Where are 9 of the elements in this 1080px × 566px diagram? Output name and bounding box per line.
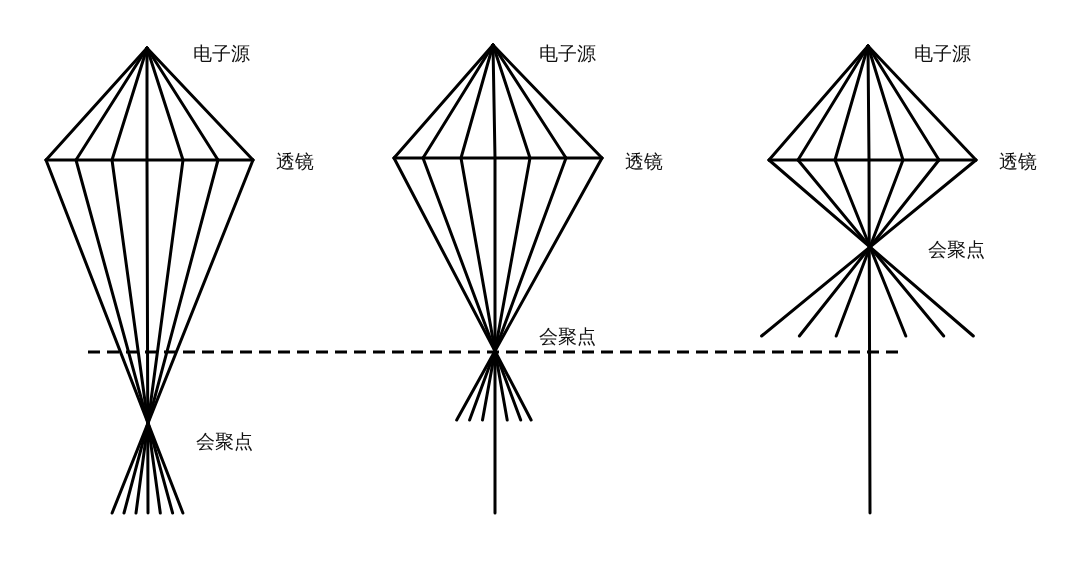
lens-label: 透镜: [276, 150, 314, 172]
lens-label: 透镜: [999, 150, 1037, 172]
source-label: 电子源: [193, 42, 250, 64]
lens-label: 透镜: [625, 150, 663, 172]
focus-label: 会聚点: [928, 238, 985, 260]
focus-label: 会聚点: [196, 430, 253, 452]
focus-label: 会聚点: [539, 325, 596, 347]
source-label: 电子源: [914, 42, 971, 64]
source-label: 电子源: [539, 42, 596, 64]
